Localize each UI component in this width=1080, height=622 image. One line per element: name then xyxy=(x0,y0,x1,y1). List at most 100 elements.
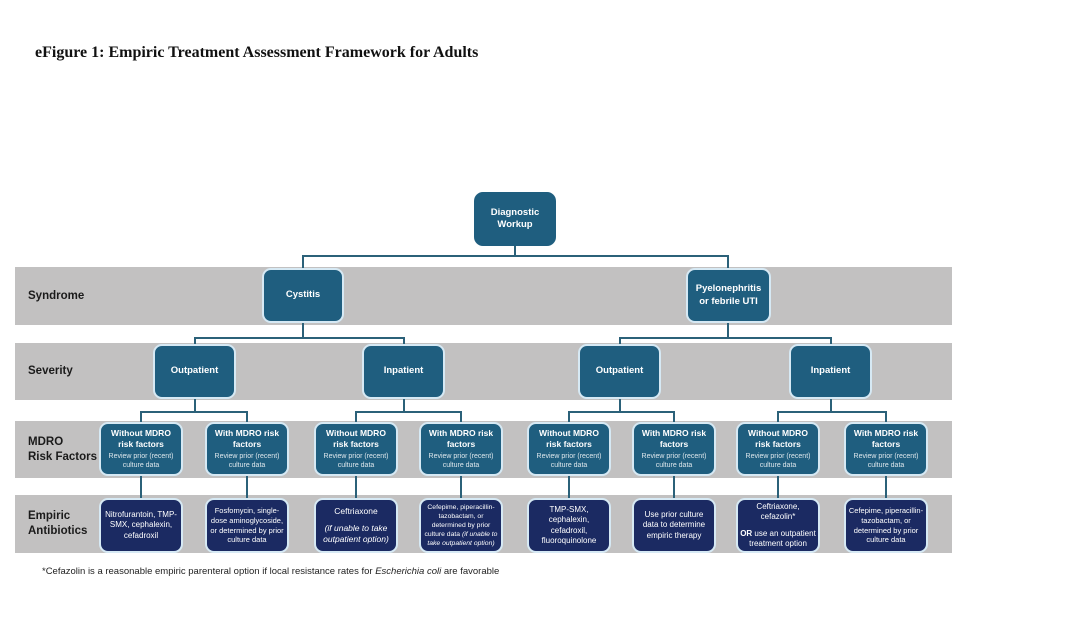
connector-line xyxy=(460,476,462,498)
empiric-node-text: Nitrofurantoin, TMP-SMX, cephalexin, cef… xyxy=(105,509,177,540)
connector-line xyxy=(460,412,462,423)
connector-line xyxy=(302,322,304,339)
empiric-node-text: Ceftriaxone, cefazolin* xyxy=(756,501,800,522)
mdro-node-6: With MDRO risk factors Review prior (rec… xyxy=(632,422,716,476)
mdro-node-title: With MDRO risk factors xyxy=(214,427,280,449)
mdro-node-subtitle: Review prior (recent) culture data xyxy=(108,452,174,469)
mdro-node-3: Without MDRO risk factors Review prior (… xyxy=(314,422,398,476)
mdro-node-title: Without MDRO risk factors xyxy=(539,427,599,449)
connector-line xyxy=(302,256,304,268)
severity-row-label: Severity xyxy=(28,365,73,378)
connector-line xyxy=(140,412,142,423)
mdro-node-title: Without MDRO risk factors xyxy=(111,427,171,449)
mdro-node-title: With MDRO risk factors xyxy=(428,427,494,449)
empiric-node-text: Cefepime, piperacillin-tazobactam, or de… xyxy=(424,503,495,539)
connector-line xyxy=(355,411,462,413)
connector-line xyxy=(403,338,405,345)
mdro-node-subtitle: Review prior (recent) culture data xyxy=(745,452,811,469)
footnote-prefix: *Cefazolin is a reasonable empiric paren… xyxy=(42,566,376,577)
connector-line xyxy=(777,411,887,413)
syndrome-cystitis-node: Cystitis xyxy=(262,268,344,323)
connector-line xyxy=(777,476,779,498)
connector-line xyxy=(140,411,248,413)
footnote-suffix: are favorable xyxy=(441,566,500,577)
mdro-node-subtitle: Review prior (recent) culture data xyxy=(536,452,602,469)
empiric-node-3: Ceftriaxone (if unable to take outpatien… xyxy=(314,498,398,553)
connector-line xyxy=(619,338,621,345)
connector-line xyxy=(777,412,779,423)
empiric-node-text: TMP-SMX, cephalexin, cefadroxil, fluoroq… xyxy=(541,504,597,545)
empiric-node-italic-text: (if unable to take outpatient option) xyxy=(427,531,498,548)
syndrome-pyelonephritis-node: Pyelonephritis or febrile UTI xyxy=(686,268,771,323)
connector-line xyxy=(194,337,405,339)
connector-line xyxy=(885,412,887,423)
mdro-row-label: MDRO Risk Factors xyxy=(15,435,97,465)
empiric-node-4: Cefepime, piperacillin-tazobactam, or de… xyxy=(419,498,503,553)
mdro-row-label-line1: MDRO xyxy=(28,435,64,448)
connector-line xyxy=(246,412,248,423)
mdro-node-7: Without MDRO risk factors Review prior (… xyxy=(736,422,820,476)
empiric-node-or-word: OR xyxy=(740,528,753,538)
connector-line xyxy=(673,412,675,423)
connector-line xyxy=(727,256,729,268)
connector-line xyxy=(355,412,357,423)
footnote: *Cefazolin is a reasonable empiric paren… xyxy=(42,566,499,577)
connector-line xyxy=(885,476,887,498)
connector-line xyxy=(355,476,357,498)
empiric-node-1: Nitrofurantoin, TMP-SMX, cephalexin, cef… xyxy=(99,498,183,553)
figure-title: eFigure 1: Empiric Treatment Assessment … xyxy=(35,44,479,61)
severity-cystitis-inpatient-node: Inpatient xyxy=(362,344,445,399)
empiric-node-8: Cefepime, piperacillin-tazobactam, or de… xyxy=(844,498,928,553)
mdro-node-subtitle: Review prior (recent) culture data xyxy=(428,452,494,469)
connector-line xyxy=(403,399,405,412)
empiric-node-text: Use prior culture data to determine empi… xyxy=(642,509,706,540)
empiric-node-6: Use prior culture data to determine empi… xyxy=(632,498,716,553)
syndrome-row-label: Syndrome xyxy=(28,289,85,302)
severity-pyelo-outpatient-node: Outpatient xyxy=(578,344,661,399)
connector-line xyxy=(830,399,832,412)
mdro-node-subtitle: Review prior (recent) culture data xyxy=(214,452,280,469)
connector-line xyxy=(619,399,621,412)
mdro-node-title: Without MDRO risk factors xyxy=(326,427,386,449)
connector-line xyxy=(194,399,196,412)
severity-pyelo-inpatient-node: Inpatient xyxy=(789,344,872,399)
connector-line xyxy=(140,476,142,498)
mdro-node-subtitle: Review prior (recent) culture data xyxy=(323,452,389,469)
empiric-row-label-line1: Empiric xyxy=(28,510,71,523)
connector-line xyxy=(568,411,675,413)
empiric-row-label-line2: Antibiotics xyxy=(28,525,88,537)
severity-cystitis-outpatient-node: Outpatient xyxy=(153,344,236,399)
connector-line xyxy=(673,476,675,498)
mdro-node-5: Without MDRO risk factors Review prior (… xyxy=(527,422,611,476)
connector-line xyxy=(568,412,570,423)
empiric-node-5: TMP-SMX, cephalexin, cefadroxil, fluoroq… xyxy=(527,498,611,553)
diagnostic-workup-node: Diagnostic Workup xyxy=(474,192,556,246)
connector-line xyxy=(514,246,516,256)
connector-line xyxy=(619,337,832,339)
empiric-node-text: Cefepime, piperacillin-tazobactam, or de… xyxy=(848,506,924,545)
mdro-node-2: With MDRO risk factors Review prior (rec… xyxy=(205,422,289,476)
empiric-node-text: Fosfomycin, single-dose aminoglycoside, … xyxy=(210,506,284,545)
mdro-node-title: With MDRO risk factors xyxy=(641,427,707,449)
empiric-node-or-text: OR use an outpatient treatment option xyxy=(740,529,816,550)
empiric-node-7: Ceftriaxone, cefazolin* OR use an outpat… xyxy=(736,498,820,553)
connector-line xyxy=(246,476,248,498)
connector-line xyxy=(568,476,570,498)
empiric-node-2: Fosfomycin, single-dose aminoglycoside, … xyxy=(205,498,289,553)
connector-line xyxy=(830,338,832,345)
empiric-node-text: Ceftriaxone xyxy=(334,505,378,516)
mdro-row-label-line2: Risk Factors xyxy=(28,450,98,463)
mdro-node-subtitle: Review prior (recent) culture data xyxy=(641,452,707,469)
empiric-node-or-rest: use an outpatient treatment option xyxy=(749,528,816,548)
mdro-node-8: With MDRO risk factors Review prior (rec… xyxy=(844,422,928,476)
mdro-node-title: With MDRO risk factors xyxy=(853,427,919,449)
empiric-node-italic-text: (if unable to take outpatient option) xyxy=(323,522,389,545)
mdro-node-1: Without MDRO risk factors Review prior (… xyxy=(99,422,183,476)
mdro-node-4: With MDRO risk factors Review prior (rec… xyxy=(419,422,503,476)
mdro-node-title: Without MDRO risk factors xyxy=(748,427,808,449)
footnote-species-name: Escherichia coli xyxy=(375,566,442,577)
connector-line xyxy=(302,255,729,257)
mdro-node-subtitle: Review prior (recent) culture data xyxy=(853,452,919,469)
empiric-row-label: Empiric Antibiotics xyxy=(15,509,87,539)
